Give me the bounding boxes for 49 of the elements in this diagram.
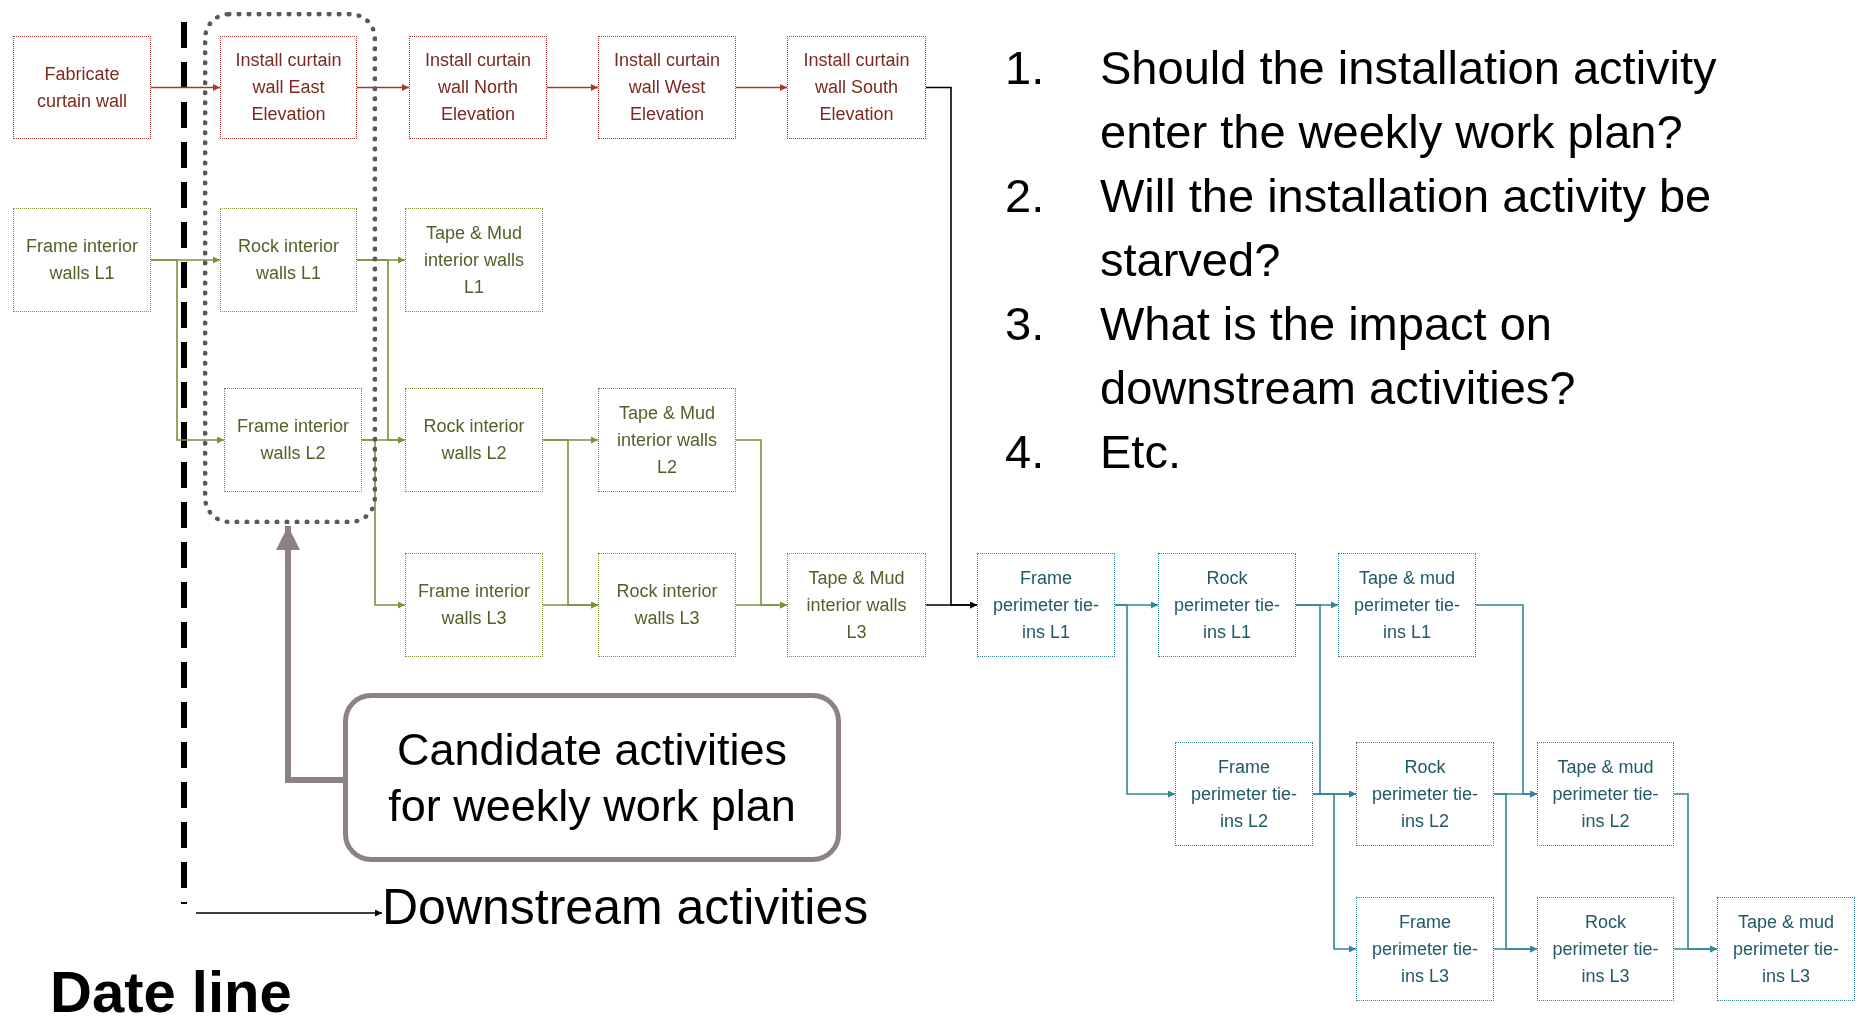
activity-box: Install curtain wall East Elevation: [220, 36, 357, 139]
arrow: [1114, 604, 1176, 798]
question-text: Will the installation activity be starved?: [1100, 168, 1713, 288]
activity-box: Frame perimeter tie-ins L2: [1175, 742, 1313, 846]
activity-box: Tape & Mud interior walls L2: [598, 388, 736, 492]
date-line-label: Date line: [50, 960, 293, 1024]
list-number: 4.: [1005, 424, 1046, 480]
activity-box: Tape & Mud interior walls L3: [787, 553, 926, 657]
callout-box: Candidate activities for weekly work plan: [343, 693, 841, 862]
arrow: [195, 909, 383, 917]
arrow: [150, 84, 221, 91]
arrow: [542, 601, 599, 609]
activity-box: Rock perimeter tie-ins L1: [1158, 553, 1296, 657]
question-text: What is the impact on downstream activities?: [1100, 296, 1577, 416]
activity-box: Rock interior walls L1: [220, 208, 357, 312]
arrow: [150, 259, 225, 444]
activity-box: Tape & mud perimeter tie-ins L3: [1717, 897, 1855, 1001]
activity-box: Frame interior walls L3: [405, 553, 543, 657]
downstream-label: Downstream activities: [382, 876, 922, 938]
activity-box: Rock interior walls L3: [598, 553, 736, 657]
arrow: [735, 601, 788, 609]
activity-box: Frame perimeter tie-ins L1: [977, 553, 1115, 657]
activity-box: Rock interior walls L2: [405, 388, 543, 492]
activity-box: Fabricate curtain wall: [13, 36, 151, 139]
activity-box: Frame perimeter tie-ins L3: [1356, 897, 1494, 1001]
activity-box: Tape & mud perimeter tie-ins L1: [1338, 553, 1476, 657]
activity-box: Install curtain wall South Elevation: [787, 36, 926, 139]
arrow: [1312, 793, 1357, 953]
activity-box: Tape & Mud interior walls L1: [405, 208, 543, 312]
question-text: Etc.: [1100, 424, 1182, 480]
arrow: [1673, 793, 1718, 953]
list-number: 1.: [1005, 40, 1046, 96]
question-text: Should the installation activity enter the weekly work plan?: [1100, 40, 1718, 160]
activity-box: Tape & mud perimeter tie-ins L2: [1537, 742, 1674, 846]
activity-box: Frame interior walls L2: [224, 388, 362, 492]
candidate-group-outline: [203, 12, 377, 524]
arrow: [925, 601, 978, 609]
arrow: [1493, 945, 1538, 953]
activity-box: Rock perimeter tie-ins L2: [1356, 742, 1494, 846]
activity-box: Install curtain wall North Elevation: [409, 36, 547, 139]
arrow: [361, 439, 406, 609]
activity-box: Frame interior walls L1: [13, 208, 151, 312]
activity-box: Install curtain wall West Elevation: [598, 36, 736, 139]
activity-box: Rock perimeter tie-ins L3: [1537, 897, 1674, 1001]
arrow: [546, 84, 599, 91]
leader-arrow: [276, 526, 343, 783]
list-number: 3.: [1005, 296, 1046, 352]
list-number: 2.: [1005, 168, 1046, 224]
arrow: [735, 84, 788, 91]
